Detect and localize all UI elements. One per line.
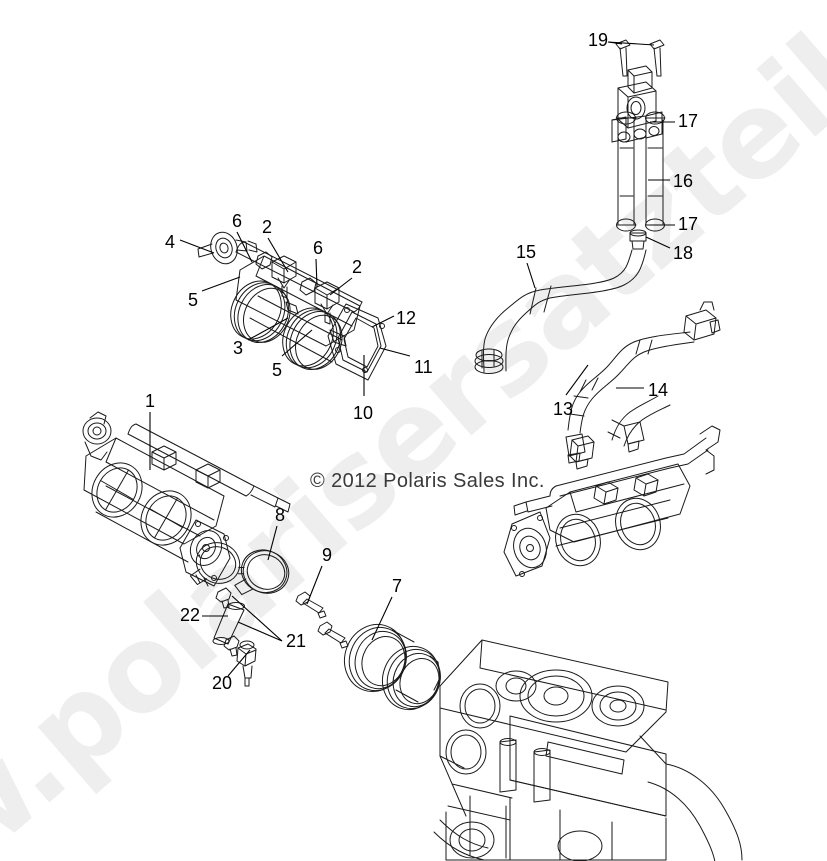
callout-16: 16: [673, 171, 694, 191]
throttle-body-assembly-1: [82, 411, 291, 587]
callout-17a: 17: [678, 111, 699, 131]
vent-hose-assembly: [565, 301, 721, 464]
coolant-hose-15: [474, 249, 647, 374]
callout-3: 3: [233, 338, 244, 358]
callout-21: 21: [286, 631, 307, 651]
fuel-rail-assembly-upper: [197, 231, 387, 381]
callout-6b: 6: [313, 238, 324, 258]
callout-2a: 2: [262, 217, 273, 237]
callout-8: 8: [275, 505, 286, 525]
callout-2b: 2: [352, 257, 363, 277]
callout-15: 15: [516, 242, 537, 262]
hose-clamp-8: [234, 549, 290, 596]
intake-boots-7: [344, 623, 441, 711]
screws-21: [215, 587, 240, 657]
callout-5b: 5: [272, 360, 283, 380]
copyright-notice: © 2012 Polaris Sales Inc.: [310, 470, 545, 492]
callout-4: 4: [165, 232, 176, 252]
callout-22: 22: [180, 605, 201, 625]
callout-18: 18: [673, 243, 694, 263]
throttle-body-assembly-2: [503, 425, 721, 577]
fuel-regulator-assembly: [611, 39, 666, 250]
callout-10: 10: [353, 403, 374, 423]
spacer-22: [212, 602, 245, 645]
callout-9: 9: [322, 545, 333, 565]
callout-1: 1: [145, 391, 156, 411]
callout-13: 13: [553, 399, 574, 419]
callout-11: 11: [414, 357, 433, 377]
callout-14: 14: [648, 380, 669, 400]
callout-12: 12: [396, 308, 417, 328]
clamp-screws-9: [295, 591, 349, 649]
callout-6a: 6: [232, 211, 243, 231]
callout-20: 20: [212, 673, 233, 693]
callout-17b: 17: [678, 214, 699, 234]
callout-7: 7: [392, 576, 403, 596]
sensor-20: [236, 640, 257, 687]
callout-leader-lines: [149, 41, 675, 677]
callout-5a: 5: [188, 290, 199, 310]
callout-19: 19: [588, 30, 609, 50]
engine-block: [433, 639, 743, 861]
